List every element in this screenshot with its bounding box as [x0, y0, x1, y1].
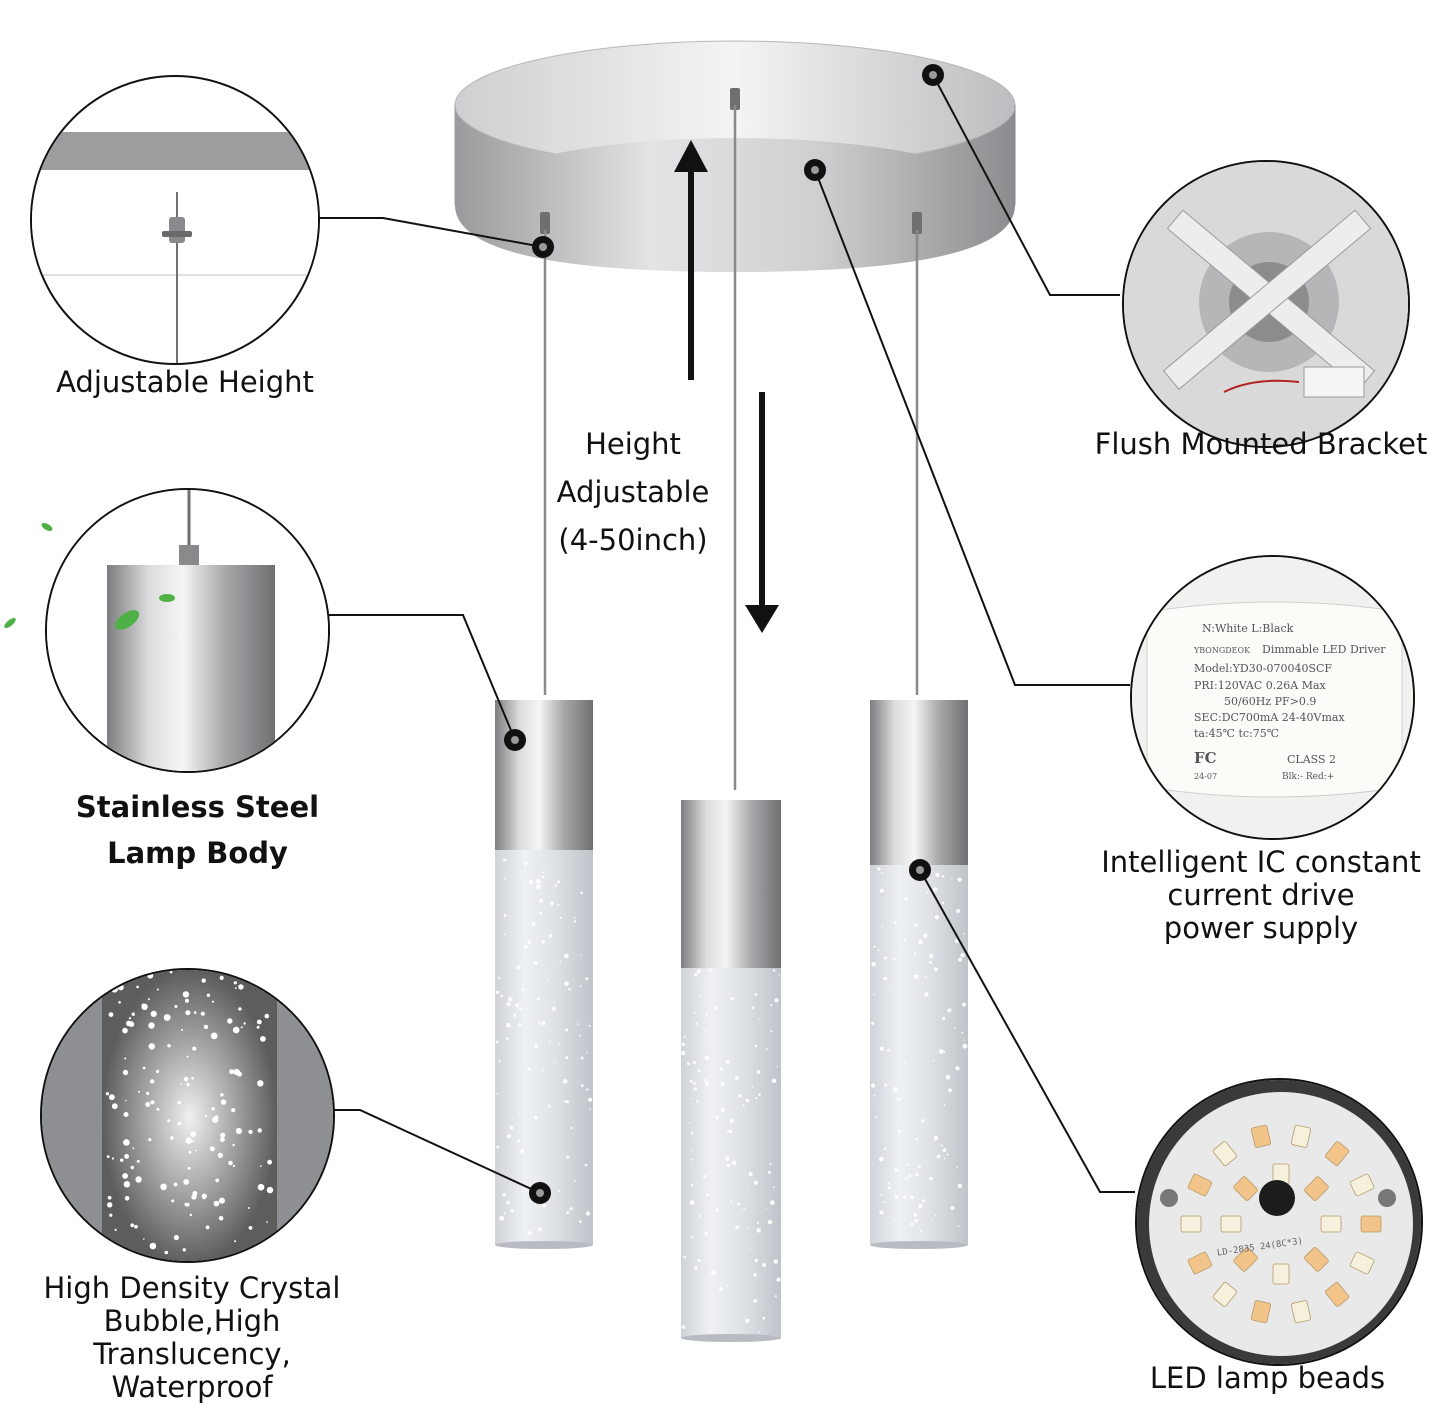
label-adjustable-height: Adjustable Height	[56, 365, 314, 399]
pendant-left	[495, 700, 593, 1249]
driver-model: Model:YD30-070040SCF	[1194, 662, 1332, 675]
driver-fc: FC	[1194, 749, 1217, 767]
driver-class: CLASS 2	[1287, 753, 1336, 766]
label-crystal-line1: High Density Crystal	[43, 1271, 341, 1305]
driver-sec: SEC:DC700mA 24-40Vmax	[1194, 711, 1345, 724]
suspension-cables	[543, 105, 919, 790]
detail-flush-bracket	[1122, 160, 1410, 448]
driver-pri: PRI:120VAC 0.26A Max	[1194, 679, 1327, 692]
label-driver-line2: current drive	[1167, 878, 1355, 912]
label-crystal-line3: Translucency,	[93, 1337, 291, 1371]
label-height-note: Height Adjustable (4-50inch)	[548, 420, 718, 564]
cable-grommets	[540, 88, 922, 234]
detail-led-driver: N:White L:Black YBONGDEOK Dimmable LED D…	[1130, 555, 1415, 840]
label-crystal: High Density Crystal Bubble,High Translu…	[22, 1272, 362, 1404]
label-led-beads: LED lamp beads	[1149, 1361, 1386, 1395]
detail-adjustable-height	[30, 75, 320, 365]
driver-wires: Blk:- Red:+	[1282, 772, 1334, 782]
round-canopy	[454, 40, 1016, 272]
label-crystal-line4: Waterproof	[111, 1370, 273, 1404]
detail-lamp-body	[45, 488, 330, 773]
label-driver-line1: Intelligent IC constant	[1101, 845, 1421, 879]
detail-crystal-bubble	[40, 968, 335, 1263]
driver-temp: ta:45℃ tc:75℃	[1194, 727, 1279, 740]
pendant-middle	[681, 800, 781, 1342]
height-note-line1: Height	[585, 427, 681, 461]
label-driver-line3: power supply	[1163, 911, 1359, 945]
detail-led-beads: LD-2835 24(8C*3)	[1135, 1078, 1423, 1366]
driver-brand: YBONGDEOK	[1193, 646, 1251, 655]
label-lamp-body: Stainless Steel Lamp Body	[55, 784, 340, 876]
label-lamp-body-line1: Stainless Steel	[75, 790, 320, 824]
driver-date: 24-07	[1194, 772, 1217, 781]
label-crystal-line2: Bubble,High	[103, 1304, 281, 1338]
driver-title: Dimmable LED Driver	[1262, 643, 1386, 656]
driver-wire-top: N:White L:Black	[1202, 622, 1294, 635]
driver-freq: 50/60Hz PF>0.9	[1224, 695, 1316, 708]
height-note-line3: (4-50inch)	[558, 523, 708, 557]
height-arrows	[674, 140, 779, 633]
label-lamp-body-line2: Lamp Body	[107, 836, 288, 870]
height-note-line2: Adjustable	[556, 475, 710, 509]
callout-lines	[315, 74, 1135, 1194]
label-flush-bracket: Flush Mounted Bracket	[1094, 427, 1428, 461]
label-driver: Intelligent IC constant current drive po…	[1080, 846, 1442, 945]
